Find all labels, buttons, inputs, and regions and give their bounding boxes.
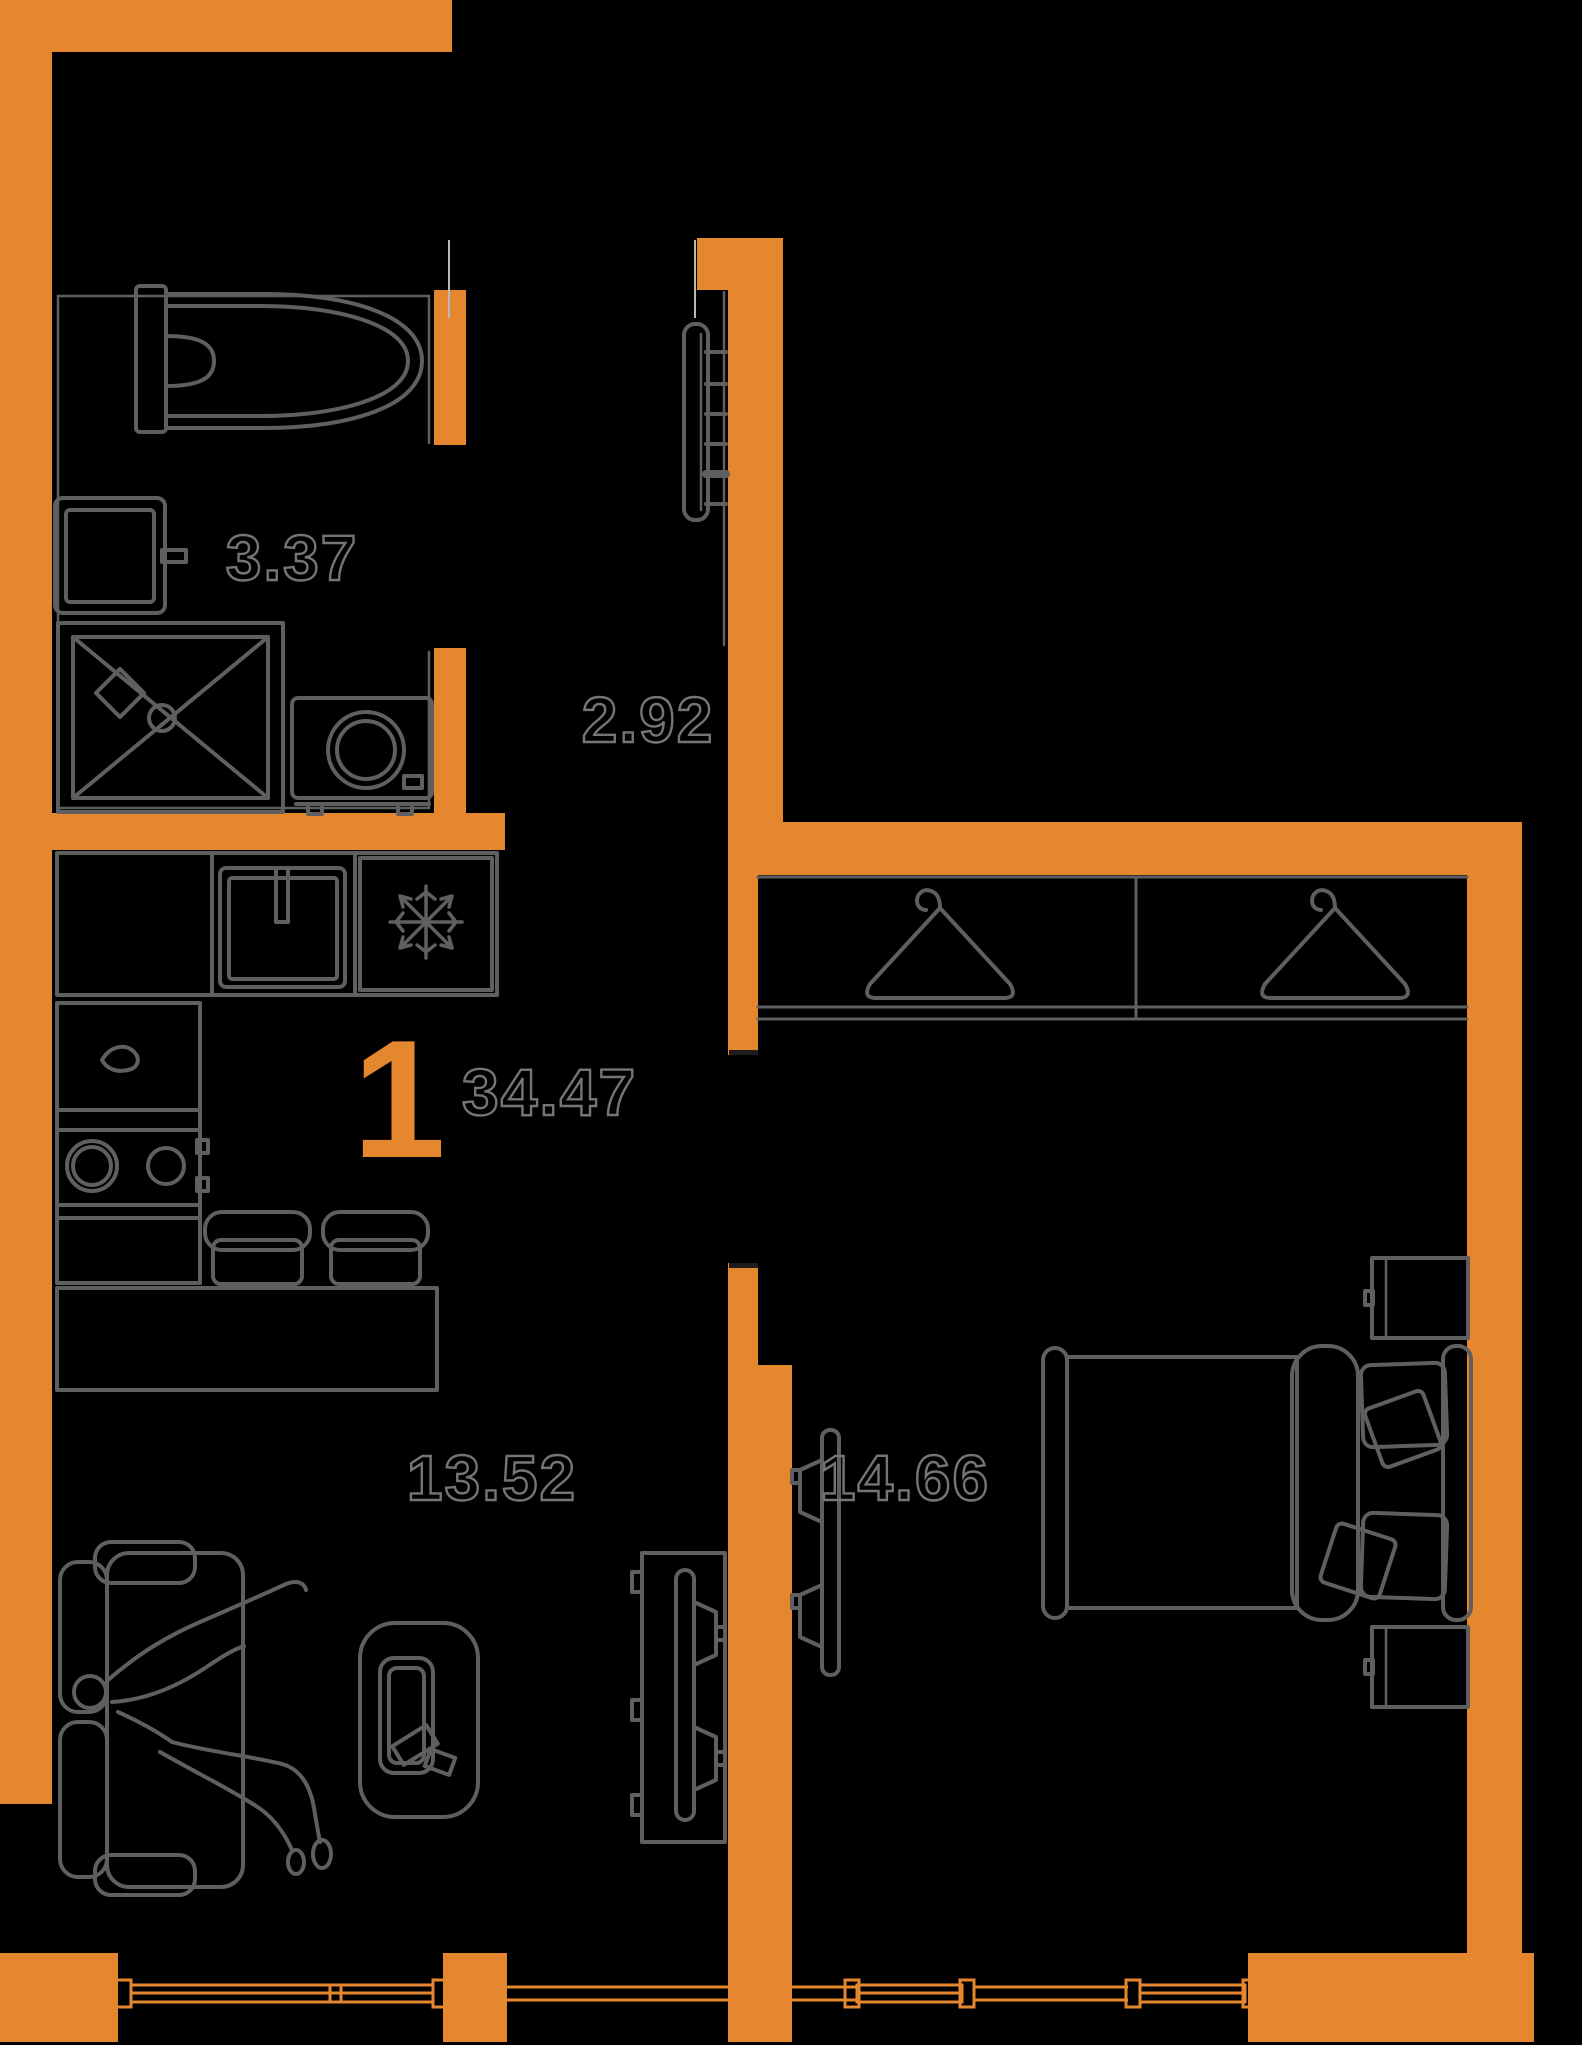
toilet-icon [134, 284, 424, 434]
nightstand [1363, 1256, 1470, 1340]
wall-right-exterior [1467, 822, 1522, 1953]
cushion [1362, 1388, 1444, 1470]
living-area-label: 13.52 [407, 1442, 577, 1514]
kitchen-counter-left [55, 1001, 210, 1285]
tablet [378, 1656, 435, 1775]
entrance-opening [448, 240, 696, 318]
washing-machine-icon [290, 696, 434, 816]
total-area-label: 34.47 [462, 1055, 637, 1129]
sofa [58, 1540, 245, 1897]
dining-chair [321, 1210, 430, 1286]
wall-bottom-left-pillar [0, 1953, 118, 2042]
cushion [1318, 1521, 1398, 1601]
shower-icon [56, 621, 285, 814]
bathroom-inner-face-line [56, 294, 431, 810]
wall-living-bedroom [728, 1365, 792, 2042]
wall-bottom-mid-pillar [443, 1953, 507, 2042]
kitchen-cabinets [55, 851, 499, 997]
wall-left-exterior [0, 0, 52, 1804]
wall-hallway-right [728, 290, 783, 875]
wardrobe [756, 875, 1469, 1021]
remote-control [422, 1747, 458, 1777]
wall-bedroom-door-stub-lower [728, 1263, 758, 1365]
dining-chair [203, 1210, 312, 1286]
tv-icon [674, 1568, 727, 1822]
bedroom-door-cap-upper [729, 1050, 758, 1055]
cutting-board [100, 1044, 140, 1073]
wall-bathroom-right-lower [434, 648, 466, 818]
wall-top-right [697, 238, 783, 290]
tv-stand [630, 1551, 727, 1844]
fridge [358, 856, 494, 992]
snowflake-icon [388, 884, 464, 960]
remote-control [390, 1723, 440, 1767]
radiator-icon [682, 322, 730, 522]
wall-top-left [0, 0, 452, 52]
bedroom-door-cap-lower [729, 1263, 758, 1268]
hanger-icon [865, 888, 1015, 1000]
wall-bathroom-kitchen [0, 813, 505, 850]
bedroom-window [792, 1978, 1259, 2009]
dining-set [55, 1210, 439, 1392]
bathroom-area-label: 3.37 [226, 522, 359, 594]
person-figure [72, 1580, 333, 1876]
wall-bottom-right-block [1248, 1953, 1534, 2042]
wall-bedroom-top [728, 822, 1467, 875]
dining-table [55, 1286, 439, 1392]
hallway-area-label: 2.92 [582, 684, 715, 756]
bedroom-area-label: 14.66 [820, 1442, 990, 1514]
kitchen-sink [218, 866, 347, 989]
stove [65, 1138, 210, 1193]
bed [1041, 1344, 1473, 1622]
bedroom-tv-icon [790, 1428, 841, 1677]
living-room-window [113, 1978, 451, 2009]
hanger-icon [1260, 888, 1410, 1000]
pillow [1358, 1510, 1450, 1602]
pillow [1358, 1360, 1450, 1450]
window-connector [507, 1985, 728, 2002]
coffee-table [358, 1621, 480, 1819]
bathroom-sink [53, 496, 188, 615]
room-count-label: 1 [352, 1005, 445, 1193]
nightstand [1363, 1625, 1470, 1709]
wall-bedroom-door-stub-upper [728, 875, 758, 1055]
